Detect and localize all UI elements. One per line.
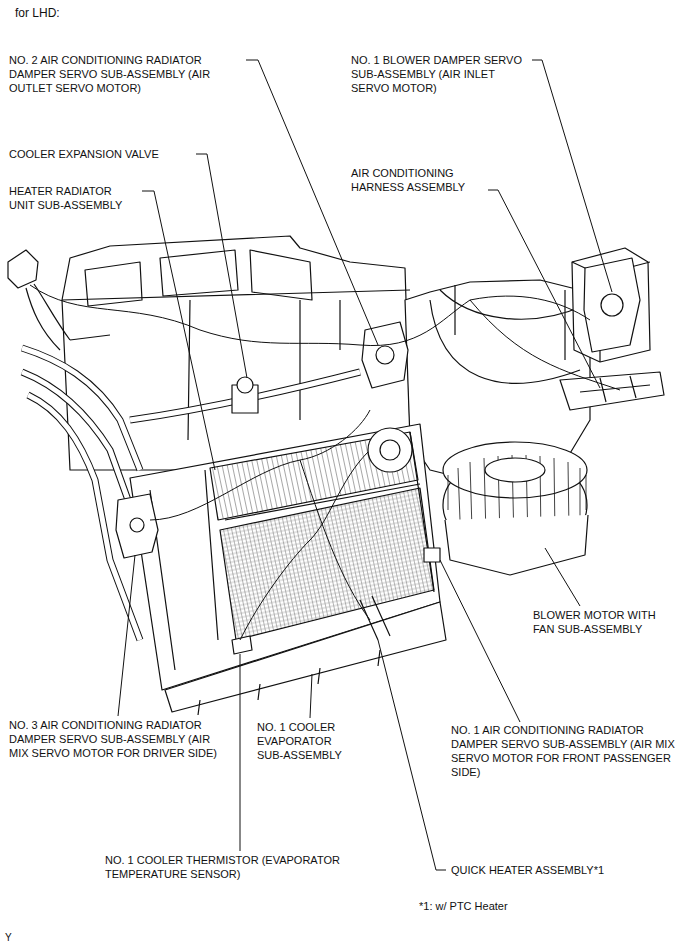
part-label: NO. 1 BLOWER DAMPER SERVO SUB-ASSEMBLY (… bbox=[350, 53, 532, 95]
drawing-part bbox=[485, 458, 545, 482]
drawing-part bbox=[130, 372, 360, 420]
drawing-part bbox=[237, 377, 253, 393]
drawing-part bbox=[443, 442, 587, 498]
part-label: QUICK HEATER ASSEMBLY*1 bbox=[450, 863, 605, 877]
unit-drawing bbox=[8, 236, 664, 715]
leader-line bbox=[530, 60, 612, 292]
drawing-part bbox=[376, 346, 394, 364]
drawing-part bbox=[130, 518, 144, 532]
part-label: COOLER EXPANSION VALVE bbox=[8, 147, 194, 161]
blower-base bbox=[445, 515, 588, 575]
note-text: for LHD: bbox=[14, 6, 61, 20]
thermistor bbox=[232, 636, 252, 654]
drawing-part bbox=[380, 440, 400, 460]
drawing-part bbox=[198, 650, 380, 715]
gear-servo bbox=[368, 428, 412, 472]
leader-line bbox=[378, 640, 446, 870]
intake-box bbox=[572, 248, 650, 362]
drawing-part bbox=[424, 548, 440, 562]
side-duct bbox=[560, 372, 664, 410]
part-label: HEATER RADIATOR UNIT SUB-ASSEMBLY bbox=[8, 184, 140, 212]
part-label: NO. 1 COOLER EVAPORATOR SUB-ASSEMBLY bbox=[256, 720, 360, 762]
servo-driver bbox=[116, 494, 158, 558]
lower-housing bbox=[165, 602, 446, 712]
leader-line bbox=[545, 548, 580, 606]
quick-heater bbox=[360, 596, 390, 640]
part-label: NO. 2 AIR CONDITIONING RADIATOR DAMPER S… bbox=[8, 53, 244, 95]
note-text: *1: w/ PTC Heater bbox=[418, 899, 509, 913]
leader-line bbox=[488, 190, 600, 388]
leader-line bbox=[118, 555, 135, 716]
leader-line bbox=[240, 654, 241, 851]
part-label: NO. 3 AIR CONDITIONING RADIATOR DAMPER S… bbox=[8, 718, 226, 760]
servo-inlet bbox=[584, 258, 640, 352]
outlet-openings bbox=[85, 250, 312, 306]
housing-ribs bbox=[62, 290, 410, 440]
upper-housing bbox=[62, 236, 410, 470]
drawing-part bbox=[130, 372, 360, 420]
figure-code: Y bbox=[4, 931, 13, 945]
connector bbox=[8, 250, 38, 288]
drawing-part bbox=[26, 284, 70, 350]
leader-line bbox=[440, 560, 520, 722]
leader-line bbox=[246, 60, 378, 345]
blower-scroll bbox=[430, 285, 585, 383]
part-label: AIR CONDITIONING HARNESS ASSEMBLY bbox=[350, 166, 486, 194]
part-label: NO. 1 AIR CONDITIONING RADIATOR DAMPER S… bbox=[450, 723, 680, 779]
leader-line bbox=[196, 154, 247, 378]
part-label: NO. 1 COOLER THERMISTOR (EVAPORATOR TEMP… bbox=[104, 853, 372, 881]
harness bbox=[30, 285, 620, 640]
leader-line bbox=[142, 191, 215, 470]
leader-line bbox=[310, 674, 312, 718]
servo-outlet bbox=[362, 322, 408, 388]
drawing-part bbox=[601, 294, 623, 316]
part-label: BLOWER MOTOR WITH FAN SUB-ASSEMBLY bbox=[532, 608, 672, 636]
